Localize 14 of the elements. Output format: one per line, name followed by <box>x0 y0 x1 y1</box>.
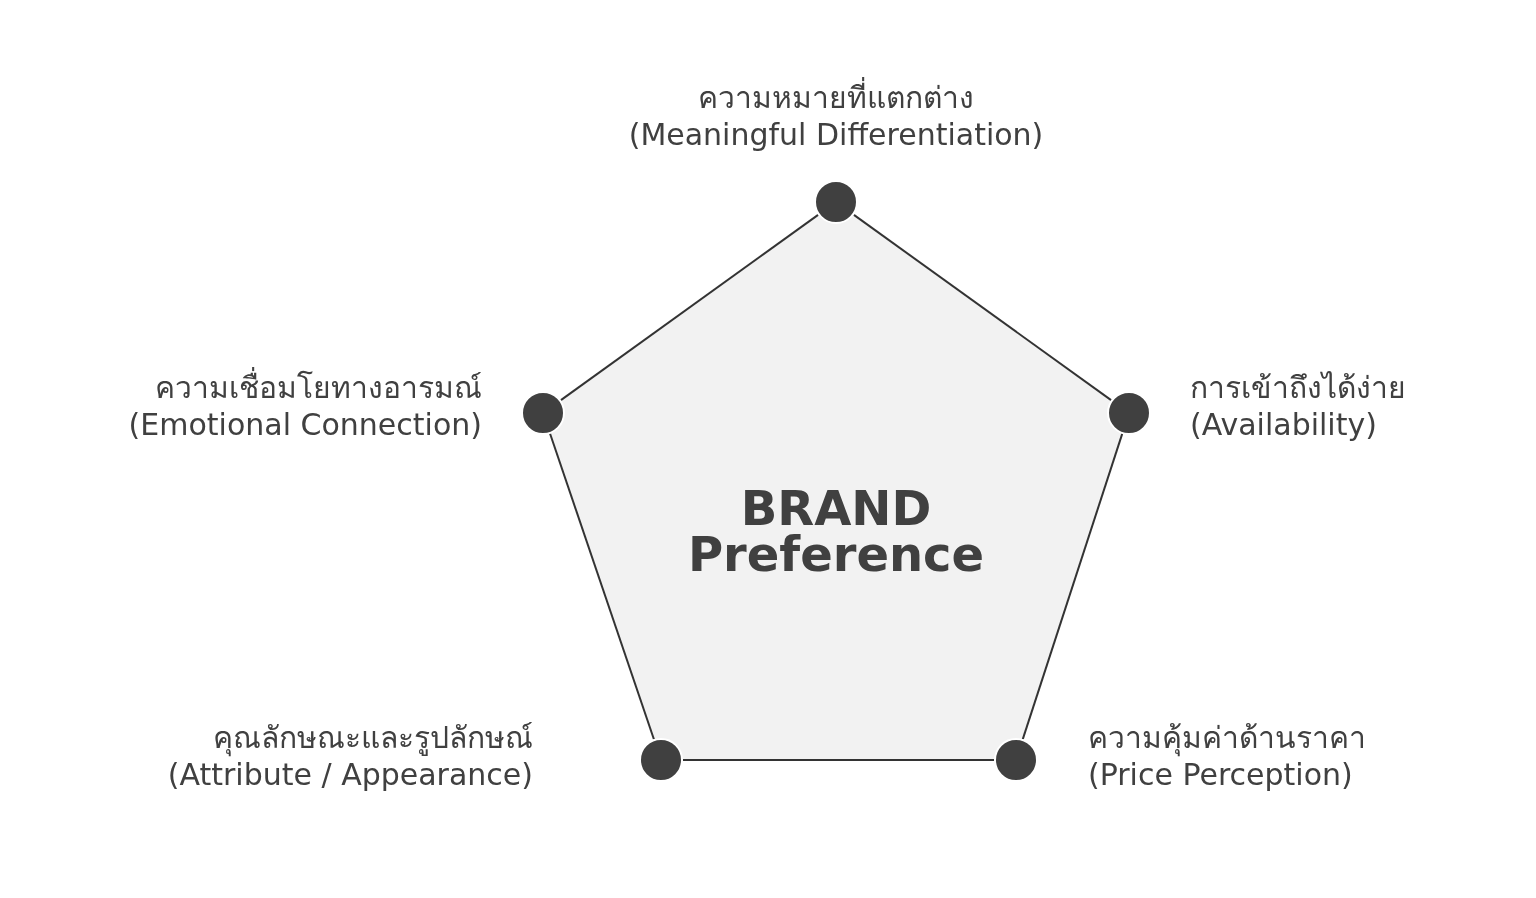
vertex-label: ความเชื่อมโยทางอารมณ์ <box>155 369 482 406</box>
center-title: BRAND Preference <box>676 483 996 579</box>
connector-line <box>682 759 995 761</box>
vertex-label: (Meaningful Differentiation) <box>628 116 1044 153</box>
vertex-label: คุณลักษณะและรูปลักษณ์ <box>213 719 533 756</box>
vertex-label: ความคุ้มค่าด้านราคา <box>1088 719 1366 756</box>
vertex-label: (Price Perception) <box>1088 757 1353 793</box>
vertex-label: การเข้าถึงได้ง่าย <box>1190 369 1406 406</box>
connector-line <box>852 213 1113 402</box>
vertex-label: (Availability) <box>1190 406 1377 443</box>
vertex-label: (Attribute / Appearance) <box>167 757 533 793</box>
vertex-label: ความหมายที่แตกต่าง <box>698 79 974 116</box>
vertex-label: (Emotional Connection) <box>128 406 482 443</box>
connector-line <box>559 213 820 402</box>
